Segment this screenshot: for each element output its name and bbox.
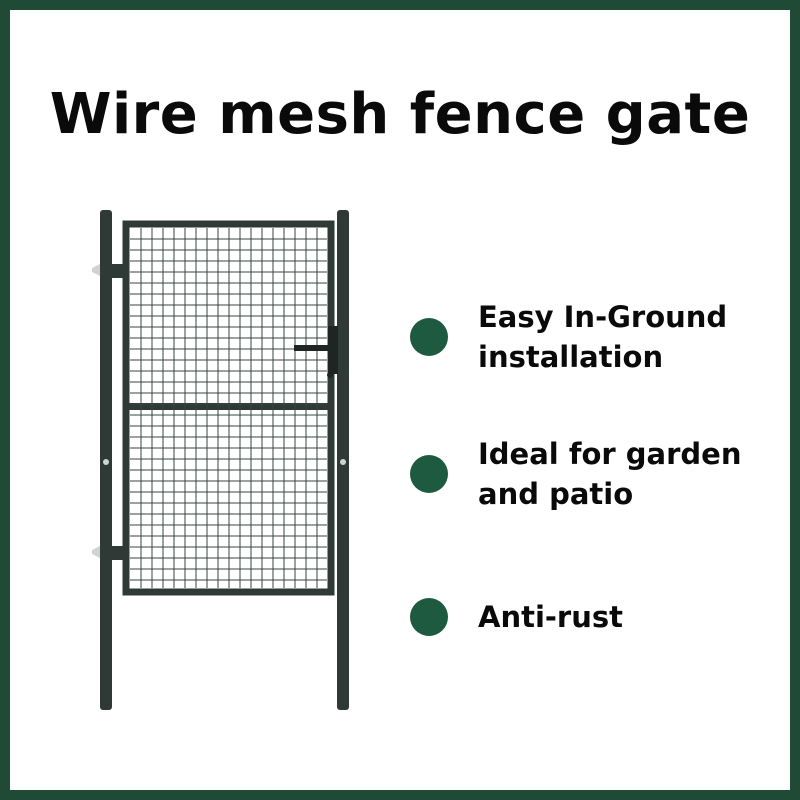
page-title: Wire mesh fence gate [49, 82, 751, 147]
latch-body [328, 326, 338, 374]
bullet-dot-icon [410, 318, 448, 356]
top-hinge [112, 264, 126, 278]
feature-item-garden: Ideal for garden and patio [410, 434, 741, 514]
bottom-hinge [112, 546, 126, 560]
feature-item-anti-rust: Anti-rust [410, 597, 623, 637]
latch-handle [294, 345, 334, 351]
feature-text: Easy In-Ground installation [478, 300, 728, 374]
feature-text: Anti-rust [478, 600, 623, 634]
wire-mesh-gate-icon [92, 210, 349, 710]
feature-item-installation: Easy In-Ground installation [410, 297, 727, 377]
bullet-dot-icon [410, 598, 448, 636]
gate-image [80, 200, 370, 720]
feature-text: Ideal for garden and patio [478, 437, 742, 511]
wire-mesh [130, 228, 327, 588]
bullet-dot-icon [410, 455, 448, 493]
